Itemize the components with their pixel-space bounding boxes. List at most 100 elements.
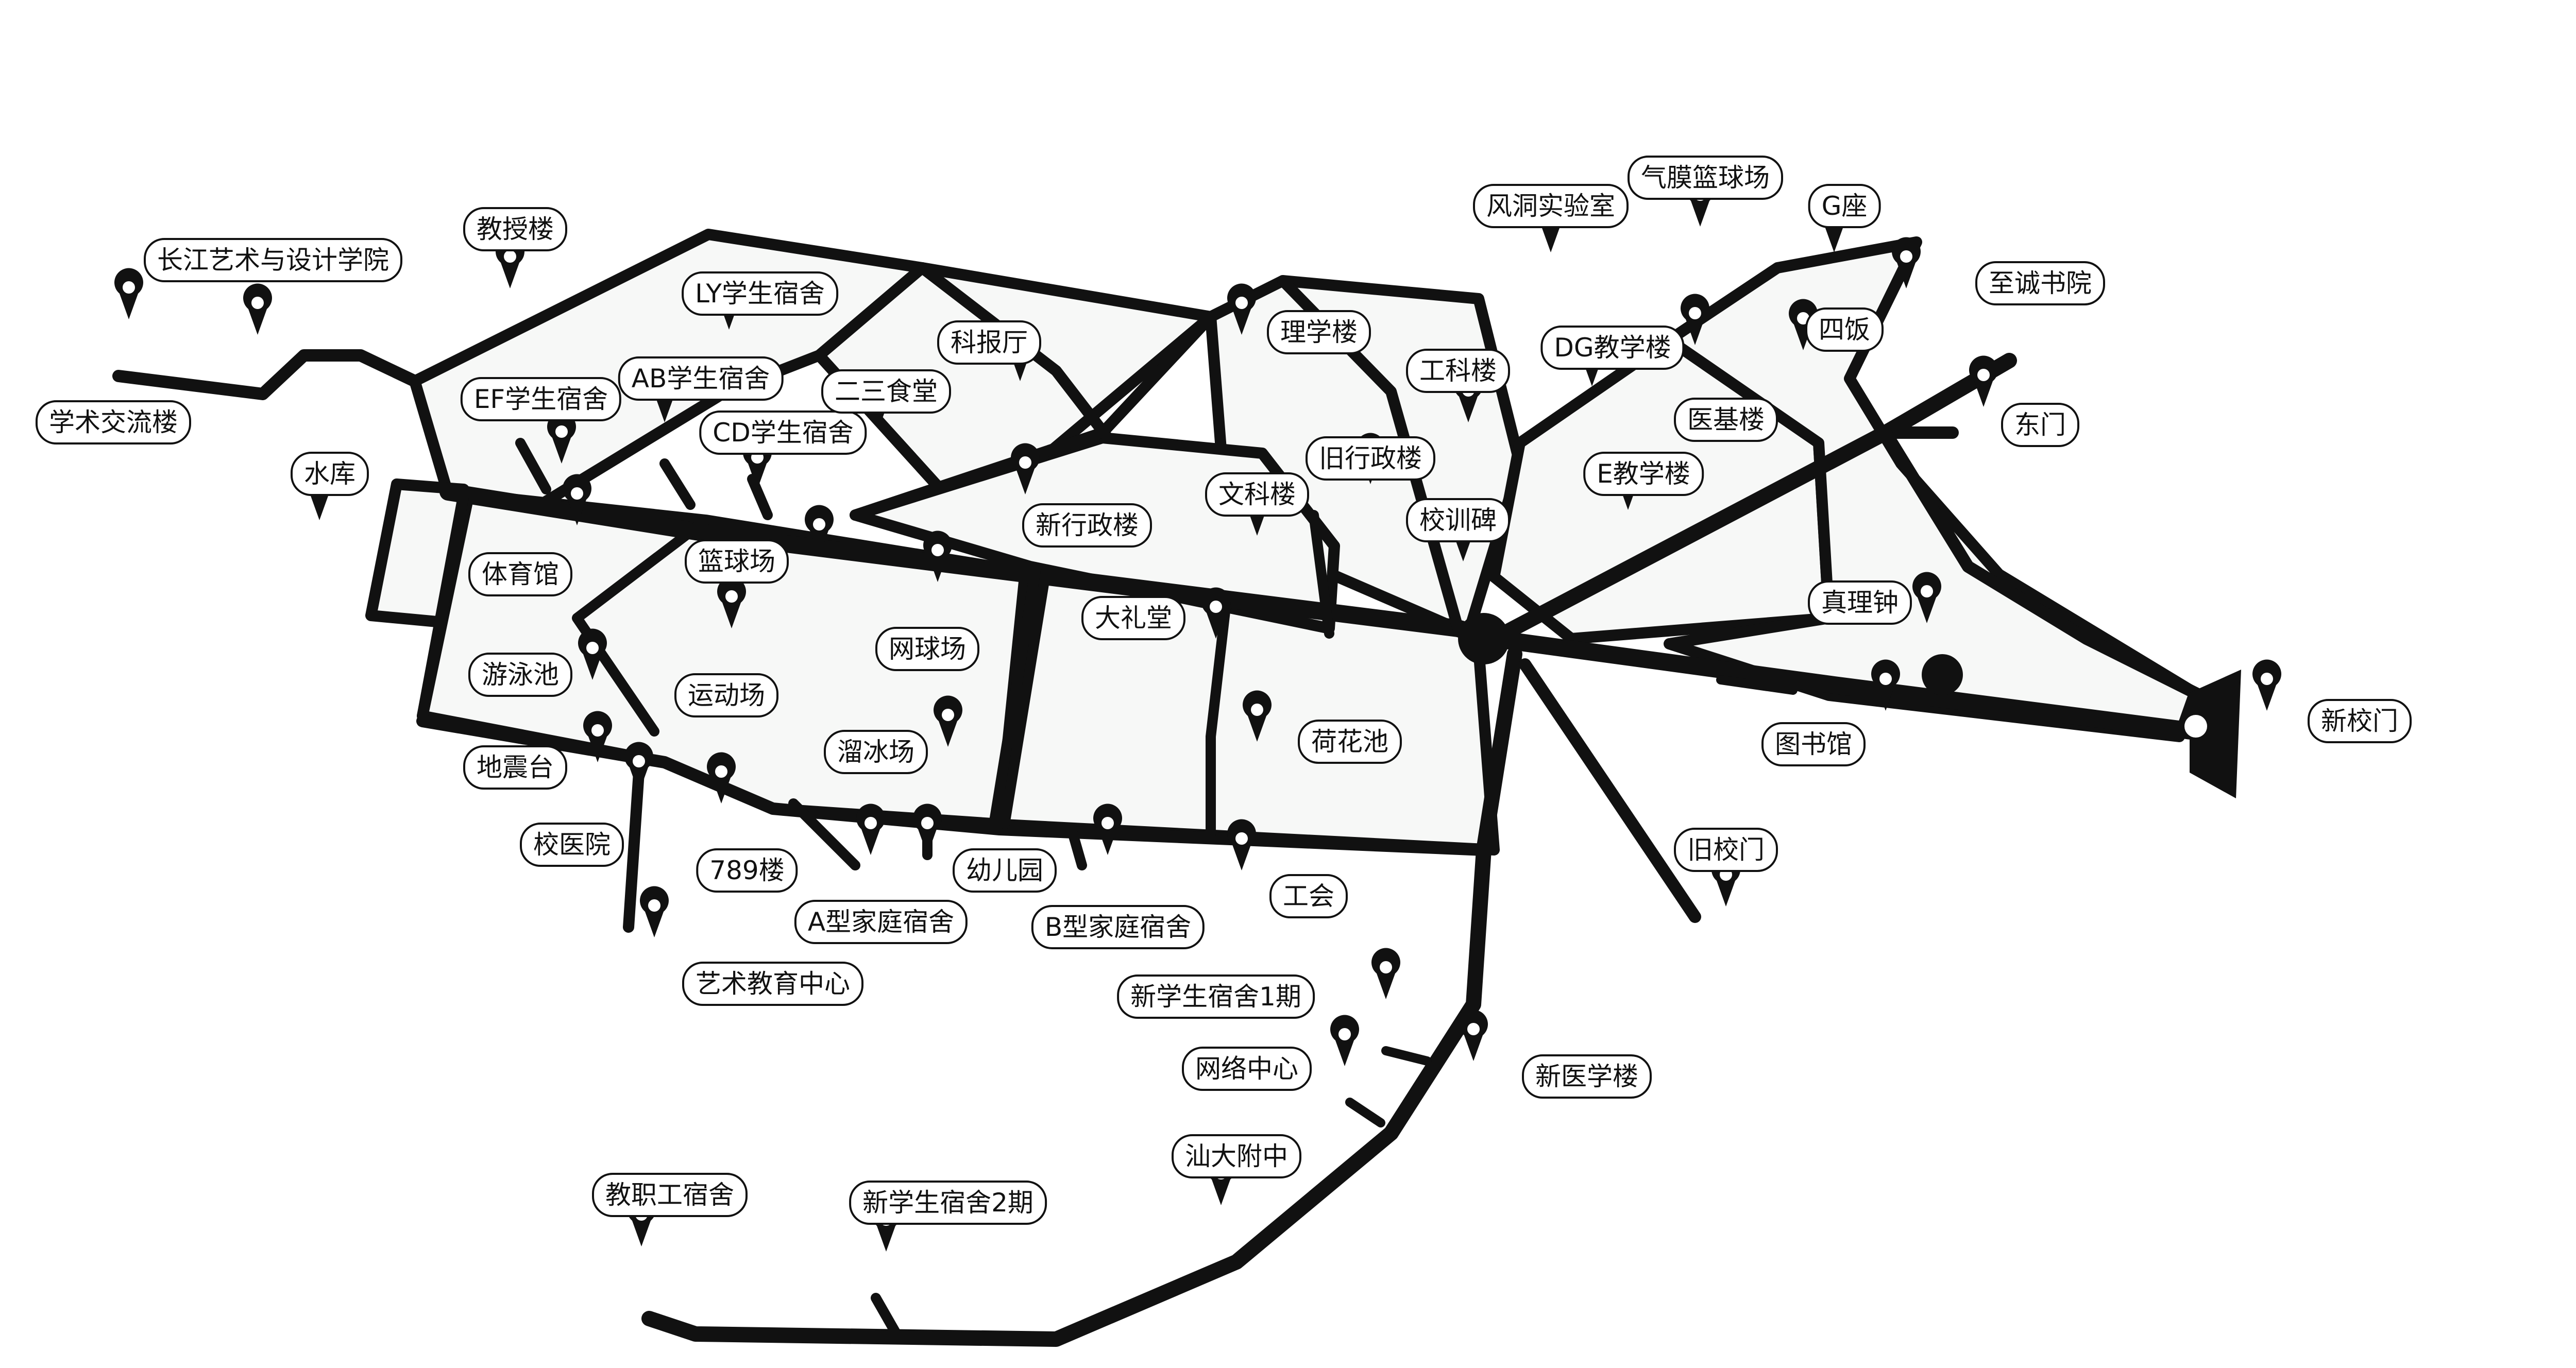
place-label-dm[interactable]: 东门 — [2001, 403, 2079, 447]
map-pin-icon — [1330, 1015, 1360, 1066]
central-roundabout — [1458, 613, 1510, 664]
place-label-ej[interactable]: E教学楼 — [1583, 452, 1704, 496]
place-label-lxl[interactable]: 理学楼 — [1267, 310, 1371, 354]
place-label-tsg[interactable]: 图书馆 — [1761, 722, 1866, 766]
map-pin-icon — [563, 474, 591, 525]
map-pin-icon — [717, 577, 746, 628]
place-label-jxm[interactable]: 旧校门 — [1674, 828, 1778, 872]
road-dorm-ab — [659, 458, 696, 510]
map-pin-icon — [1227, 819, 1257, 870]
place-label-xyx[interactable]: 新医学楼 — [1522, 1054, 1652, 1099]
place-label-xxb[interactable]: 校训碑 — [1406, 498, 1510, 542]
map-pin-icon — [1243, 690, 1272, 742]
place-label-gh[interactable]: 工会 — [1269, 874, 1348, 918]
place-label-gz[interactable]: G座 — [1808, 184, 1881, 228]
place-label-jsl[interactable]: 教授楼 — [463, 207, 567, 251]
place-label-sk[interactable]: 水库 — [291, 452, 369, 496]
map-pin-icon — [805, 505, 834, 556]
place-label-sd[interactable]: 汕大附中 — [1172, 1134, 1301, 1178]
place-label-ly[interactable]: LY学生宿舍 — [682, 271, 838, 316]
road-pond — [1206, 597, 1231, 840]
place-label-zlz[interactable]: 真理钟 — [1808, 580, 1912, 625]
place-label-yyc[interactable]: 游泳池 — [468, 653, 572, 697]
place-label-bjt[interactable]: B型家庭宿舍 — [1031, 905, 1205, 949]
road-east-diag — [1879, 426, 2206, 702]
place-label-kbt[interactable]: 科报厅 — [937, 320, 1041, 365]
place-label-qm[interactable]: 气膜篮球场 — [1628, 156, 1783, 200]
circle-end-icon — [2184, 670, 2241, 798]
place-label-ef[interactable]: EF学生宿舍 — [460, 377, 622, 421]
place-label-wkl[interactable]: 文科楼 — [1205, 472, 1309, 517]
map-pin-icon — [934, 695, 963, 747]
road-south-main — [641, 646, 1522, 1347]
place-label-xs1[interactable]: 新学生宿舍1期 — [1117, 974, 1315, 1019]
place-label-xyy[interactable]: 校医院 — [520, 823, 624, 867]
place-label-zc[interactable]: 至诚书院 — [1975, 261, 2105, 305]
map-pin-icon — [913, 803, 942, 855]
place-label-yey[interactable]: 幼儿园 — [953, 848, 1057, 893]
road-library — [1716, 675, 1798, 695]
map-pin-icon — [547, 412, 577, 464]
road-family-b — [1066, 824, 1087, 870]
road-network — [1345, 1098, 1385, 1127]
road-sports-west — [417, 489, 469, 722]
map-pin-icon — [583, 711, 613, 762]
map-pin-icon — [640, 886, 669, 937]
place-label-cd[interactable]: CD学生宿舍 — [699, 411, 867, 455]
map-pin-icon — [2252, 659, 2281, 711]
place-label-ab[interactable]: AB学生宿舍 — [618, 356, 784, 401]
road-west-spur — [112, 349, 421, 400]
map-pin-icon — [707, 752, 736, 803]
map-pin-icon — [1011, 443, 1040, 494]
place-label-xsjll[interactable]: 学术交流楼 — [36, 400, 191, 444]
map-pin-icon — [1201, 587, 1231, 639]
place-label-lb[interactable]: 溜冰场 — [824, 730, 928, 774]
clock-roundabout — [1922, 654, 1963, 695]
road-ring-south — [416, 715, 1490, 856]
map-pin-icon — [1969, 355, 1998, 407]
map-pin-icon — [923, 531, 952, 582]
place-label-ers[interactable]: 二三食堂 — [821, 369, 951, 414]
place-label-gkl[interactable]: 工科楼 — [1406, 349, 1510, 393]
place-label-ydc[interactable]: 运动场 — [674, 673, 778, 717]
place-label-jzg[interactable]: 教职工宿舍 — [592, 1173, 748, 1217]
road-wenke — [1309, 510, 1334, 639]
road-dorm2 — [871, 1293, 902, 1339]
road-dorm-ef — [515, 438, 551, 494]
place-label-xs2[interactable]: 新学生宿舍2期 — [849, 1181, 1047, 1225]
road-sports-inner — [572, 515, 711, 737]
map-pin-icon — [1459, 1010, 1488, 1061]
place-label-dlt[interactable]: 大礼堂 — [1081, 596, 1185, 640]
map-pin-icon — [1871, 659, 1900, 711]
place-label-wq[interactable]: 网球场 — [875, 627, 979, 671]
map-pin-icon — [1371, 948, 1400, 999]
map-pin-icon — [578, 628, 607, 680]
map-pin-icon — [114, 268, 144, 319]
place-label-zhen[interactable]: 地震台 — [463, 745, 567, 790]
place-label-cjys[interactable]: 长江艺术与设计学院 — [144, 238, 402, 282]
place-label-xxz[interactable]: 新行政楼 — [1022, 503, 1152, 548]
place-label-lq[interactable]: 篮球场 — [685, 539, 789, 584]
map-pin-icon — [1093, 803, 1123, 855]
map-pin-icon — [243, 283, 272, 335]
place-label-jxz[interactable]: 旧行政楼 — [1306, 436, 1435, 481]
place-label-789[interactable]: 789楼 — [696, 848, 798, 893]
road-old-gate — [1519, 658, 1701, 923]
place-label-yj[interactable]: 医基楼 — [1674, 398, 1778, 442]
place-label-sf[interactable]: 四饭 — [1805, 307, 1884, 352]
place-label-ysjy[interactable]: 艺术教育中心 — [682, 962, 863, 1006]
place-label-ty[interactable]: 体育馆 — [468, 552, 572, 596]
road-left-spur — [623, 767, 645, 933]
place-label-dg[interactable]: DG教学楼 — [1540, 326, 1685, 370]
place-label-ajt[interactable]: A型家庭宿舍 — [794, 900, 968, 944]
map-pin-icon — [1227, 283, 1257, 335]
place-label-xxm[interactable]: 新校门 — [2308, 699, 2412, 743]
road-dorm1 — [1381, 1046, 1432, 1066]
map-pin-icon — [1912, 572, 1941, 623]
map-pin-icon — [1891, 237, 1921, 288]
map-pin-icon — [624, 742, 654, 793]
place-label-hhc[interactable]: 荷花池 — [1298, 720, 1402, 764]
place-label-fd[interactable]: 风洞实验室 — [1473, 184, 1629, 228]
place-label-wl[interactable]: 网络中心 — [1182, 1047, 1312, 1091]
